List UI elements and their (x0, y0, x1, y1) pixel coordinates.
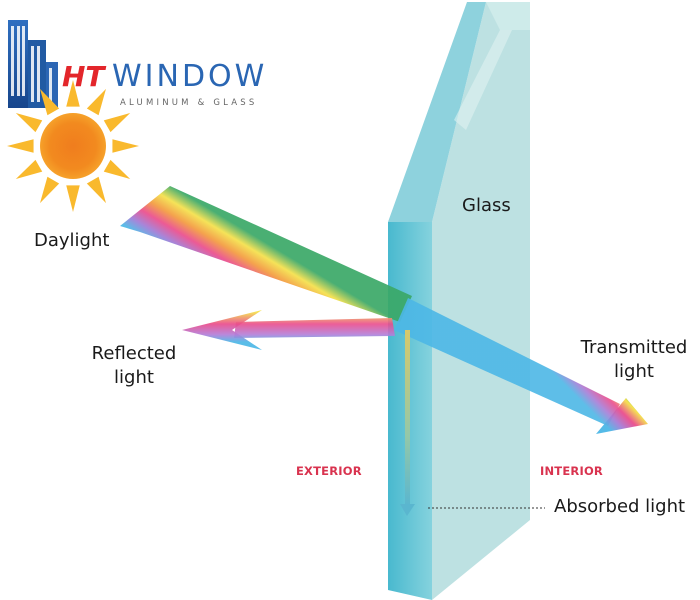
reflected-arrowhead (182, 310, 262, 350)
sun-ray (103, 159, 131, 179)
glass-top-edge (388, 2, 486, 222)
sun-icon (7, 80, 139, 212)
brand-ht: HT (62, 60, 105, 93)
label-reflected-line1: Reflected (91, 343, 177, 364)
brand-name: WINDOW (112, 59, 268, 94)
sun-ray (66, 80, 80, 107)
label-transmitted-light: Transmitted light (575, 336, 693, 384)
sun-ray (103, 113, 131, 133)
building-icon (8, 20, 58, 108)
glass-reflection-strip (454, 30, 512, 130)
reflected-beam (182, 310, 395, 350)
label-glass: Glass (462, 195, 511, 216)
sun-ray (86, 88, 106, 116)
absorbed-arrowhead (400, 504, 415, 516)
sun-ray (86, 176, 106, 204)
sun-ray (7, 139, 34, 153)
label-absorbed-light: Absorbed light (554, 496, 686, 517)
brand-tagline: ALUMINUM & GLASS (120, 98, 258, 108)
transmitted-arrowhead (596, 398, 648, 434)
label-transmitted-line1: Transmitted (580, 337, 688, 358)
label-interior: INTERIOR (540, 464, 603, 478)
label-exterior: EXTERIOR (296, 464, 362, 478)
glass-front-face (432, 2, 530, 600)
sun-ray (112, 139, 139, 153)
sun-ray (15, 159, 43, 179)
label-reflected-light: Reflected light (86, 342, 182, 390)
sun-ray (66, 185, 80, 212)
daylight-beam (120, 186, 412, 322)
label-reflected-line2: light (114, 367, 154, 388)
label-daylight: Daylight (34, 230, 110, 251)
transmitted-beam (394, 298, 648, 434)
sun-ray (15, 113, 43, 133)
glass-highlight (486, 2, 530, 30)
absorbed-beam (400, 330, 545, 516)
sun-ray (40, 176, 60, 204)
sun-ray (40, 88, 60, 116)
label-transmitted-line2: light (614, 361, 654, 382)
